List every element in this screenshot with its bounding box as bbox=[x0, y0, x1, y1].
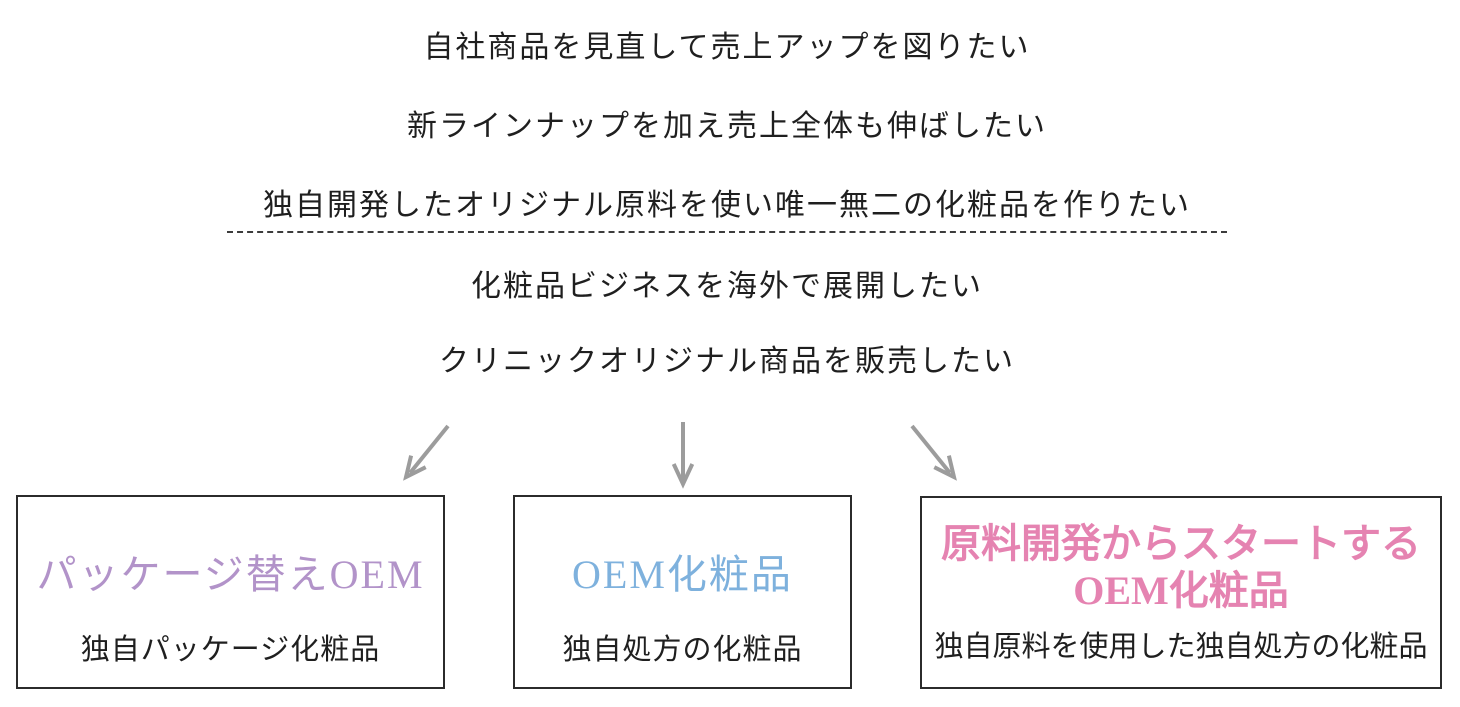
needs-line: 独自開発したオリジナル原料を使い唯一無二の化粧品を作りたい bbox=[263, 189, 1191, 222]
down-left-arrow-icon bbox=[390, 418, 460, 498]
needs-line: 新ラインナップを加え売上全体も伸ばしたい bbox=[407, 110, 1047, 143]
down-right-arrow-icon bbox=[900, 418, 970, 498]
needs-line: 化粧品ビジネスを海外で展開したい bbox=[471, 270, 983, 303]
needs-line: 自社商品を見直して売上アップを図りたい bbox=[423, 31, 1031, 64]
option-title-line2: OEM化粧品 bbox=[1073, 568, 1289, 613]
oem-option-card-raw-material: 原料開発からスタートする OEM化粧品 独自原料を使用した独自処方の化粧品 bbox=[920, 496, 1442, 689]
option-title-line1: 原料開発からスタートする bbox=[941, 521, 1421, 566]
option-title: OEM化粧品 bbox=[572, 552, 793, 597]
down-arrow-icon bbox=[663, 418, 703, 498]
option-subtitle: 独自パッケージ化粧品 bbox=[80, 634, 381, 666]
option-subtitle: 独自原料を使用した独自処方の化粧品 bbox=[934, 631, 1428, 663]
oem-option-card-package: パッケージ替えOEM 独自パッケージ化粧品 bbox=[16, 495, 445, 689]
option-title: パッケージ替えOEM bbox=[36, 552, 425, 597]
dotted-divider bbox=[227, 231, 1227, 233]
needs-line: クリニックオリジナル商品を販売したい bbox=[439, 345, 1015, 378]
option-subtitle: 独自処方の化粧品 bbox=[562, 634, 803, 666]
oem-option-card-cosmetics: OEM化粧品 独自処方の化粧品 bbox=[513, 495, 852, 689]
option-title: 原料開発からスタートする OEM化粧品 bbox=[941, 520, 1421, 614]
